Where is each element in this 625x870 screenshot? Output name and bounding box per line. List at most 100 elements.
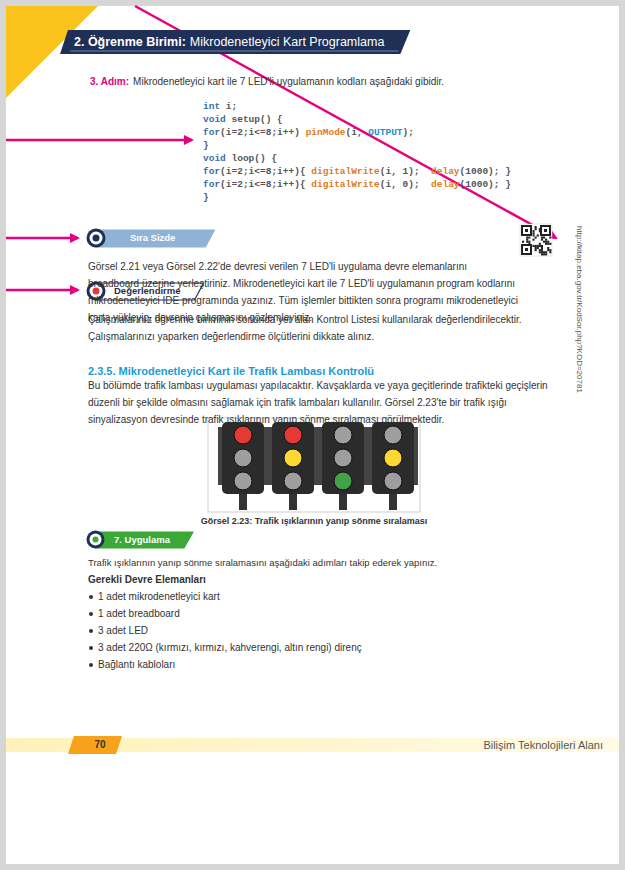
code-token: delay [431,166,460,177]
bullet-dot [89,629,93,633]
qr-module [543,251,545,253]
light-visor [368,427,372,485]
light-pole [339,492,347,510]
list-item: 3 adet 220Ω (kırmızı, kırmızı, kahvereng… [98,640,362,656]
code-token: void [203,114,226,125]
qr-module [535,245,537,247]
code-line: } [203,139,209,152]
qr-module [522,241,524,243]
unit-header-band: 2. Öğrenme Birimi:Mikrodenetleyici Kart … [60,30,410,54]
badge-icon [87,531,105,549]
light-visor [364,427,368,485]
light-visor [414,427,418,485]
qr-module [543,241,545,243]
badge-icon [93,537,99,543]
code-line: for(i=2;i<=8;i++){ digitalWrite(i, 0); d… [203,178,511,191]
qr-module [549,237,551,239]
badge-tab [96,532,193,548]
code-line: } [203,191,209,204]
qr-module [526,237,528,239]
lamp [334,426,352,444]
light-housing [222,422,264,494]
code-line: for(i=2;i<=8;i++){ digitalWrite(i, 1); d… [203,165,511,178]
qr-module [541,247,543,249]
light-visor [314,427,318,485]
traffic-light-picture [208,418,420,512]
qr-module [533,234,535,236]
light-pole [289,492,297,510]
qr-module [539,245,541,247]
light-visor [264,427,268,485]
badge-text: Sıra Sizde [130,231,175,245]
qr-module [528,237,530,239]
qr-module [535,237,537,239]
code-token: for [203,127,220,138]
qr-module [545,253,547,255]
lamp [334,472,352,490]
list-item: 1 adet mikrodenetleyici kart [98,589,220,605]
badge-text: 7. Uygulama [114,533,170,547]
lamp [384,472,402,490]
code-token: for [203,166,220,177]
qr-module [539,251,541,253]
annotation-arrow [6,139,192,142]
qr-module [545,251,547,253]
qr-module [539,228,541,230]
annotation-arrow [6,289,78,292]
qr-url: http://kitap.eba.gov.tr/KodSor.php?KOD=2… [574,226,584,393]
qr-module [547,241,549,243]
badge-icon [90,534,102,546]
code-token: OUTPUT [368,127,402,138]
code-token: pinMode [306,127,346,138]
qr-module [528,243,530,245]
lamp [234,426,252,444]
step-text: Mikrodenetleyici kart ile 7 LED'li uygul… [133,74,444,90]
qr-module [549,249,551,251]
code-token: for [203,179,220,190]
lamp [284,472,302,490]
list-item: 1 adet breadboard [98,606,180,622]
lamp [284,449,302,467]
list-heading: Gerekli Devre Elemanları [88,572,206,588]
qr-module [549,251,551,253]
code-line: void setup() { [203,113,283,126]
qr-module [533,230,535,232]
light-housing [372,422,414,494]
qr-module [541,239,543,241]
qr-module [539,230,541,232]
lamp [234,472,252,490]
qr-module [541,251,543,253]
paragraph: Trafik ışıklarının yanıp sönme sıralamas… [88,555,437,571]
light-visor [218,427,222,485]
section-heading: 2.3.5. Mikrodenetleyici Kart ile Trafik … [88,363,374,379]
light-visor [318,427,322,485]
qr-module [549,243,551,245]
qr-module [547,247,549,249]
qr-module [535,226,537,228]
paragraph: Bu bölümde trafik lambası uygulaması yap… [88,377,560,428]
list-item: Bağlantı kabloları [98,657,175,673]
code-token: void [203,153,226,164]
qr-module [533,239,535,241]
qr-module [526,239,528,241]
section-badge: 7. Uygulama [86,530,194,549]
qr-module [543,253,545,255]
qr-module [541,253,543,255]
code-token: int [203,101,220,112]
code-line: for(i=2;i<=8;i++) pinMode(i, OUTPUT); [203,126,414,139]
code-line: void loop() { [203,152,277,165]
badge-tab [96,230,214,247]
figure-caption: Görsel 2.23: Trafik ışıklarının yanıp sö… [201,513,428,529]
bullet-dot [89,612,93,616]
badge-text: 2. Öğrenme Birimi: [74,34,186,50]
qr-module [528,241,530,243]
code-token: digitalWrite [311,179,379,190]
lamp [384,449,402,467]
qr-module [543,237,545,239]
annotation-arrow [6,237,78,240]
code-line: int i; [203,100,237,113]
qr-module [541,237,543,239]
badge-icon [87,229,106,248]
lamp [234,449,252,467]
